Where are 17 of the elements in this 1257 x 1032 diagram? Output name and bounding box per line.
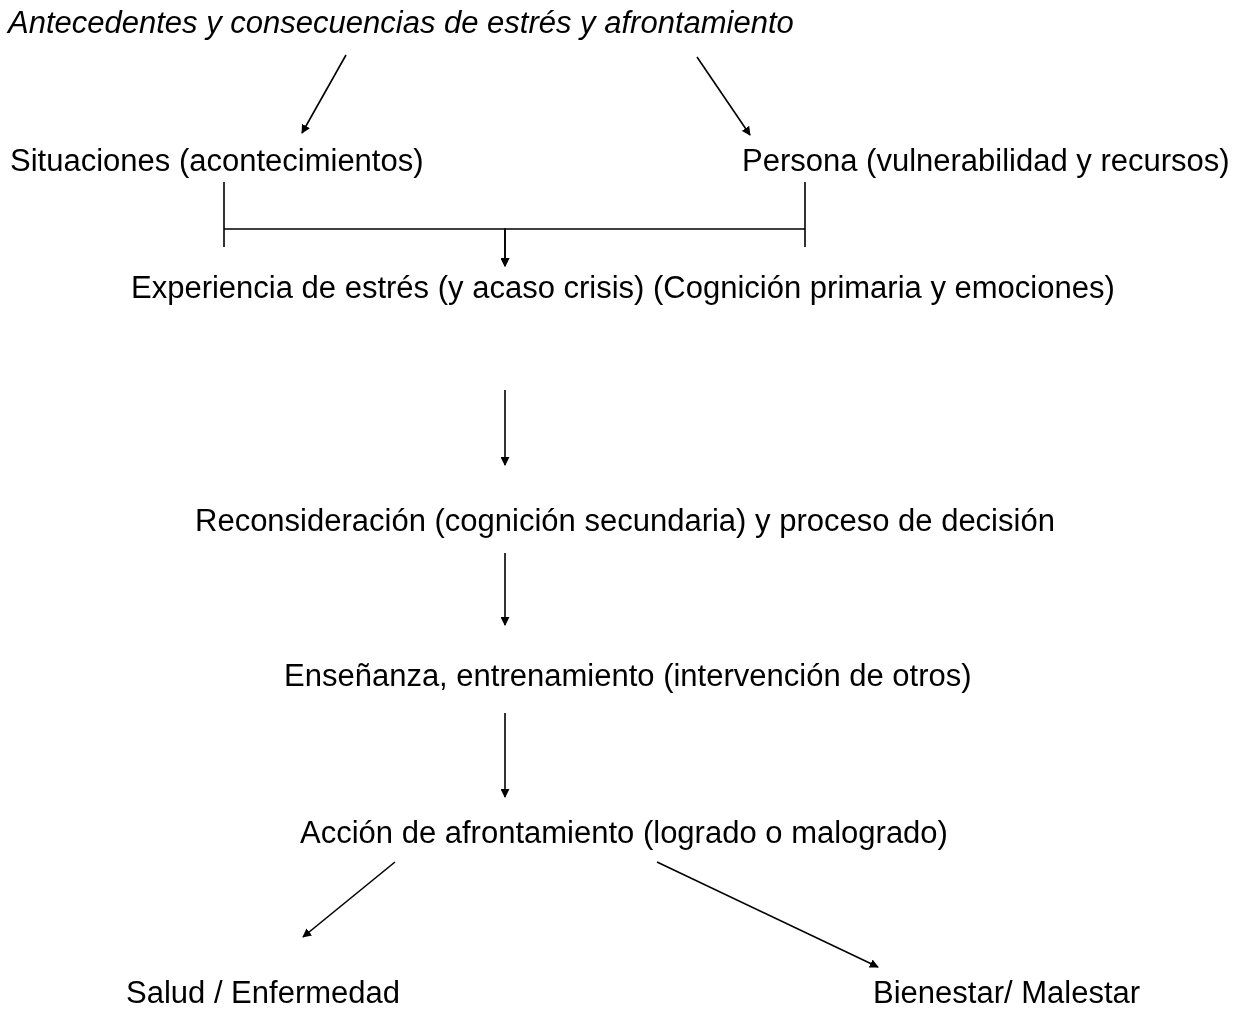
arrow [302, 861, 396, 938]
arrow [500, 389, 510, 466]
node-text: Enseñanza, entrenamiento (intervención de otros) [284, 658, 972, 694]
arrow [500, 552, 510, 626]
arrow [500, 181, 806, 267]
node-text: Situaciones (acontecimientos) [10, 143, 424, 179]
node-text: Experiencia de estrés (y acaso crisis) (Cognición primaria y emociones) [131, 270, 1115, 306]
arrow [500, 712, 510, 798]
node-text: Reconsideración (cognición secundaria) y proceso de decisión [195, 503, 1055, 539]
arrow [696, 56, 751, 136]
arrow [656, 861, 879, 968]
arrow [301, 54, 347, 134]
node-text: Antecedentes y consecuencias de estrés y afrontamiento [8, 5, 794, 41]
node-text: Acción de afrontamiento (logrado o malogrado) [300, 815, 948, 851]
node-text: Persona (vulnerabilidad y recursos) [742, 143, 1230, 179]
node-text: Salud / Enfermedad [126, 975, 400, 1011]
node-text: Bienestar/ Malestar [873, 975, 1141, 1011]
